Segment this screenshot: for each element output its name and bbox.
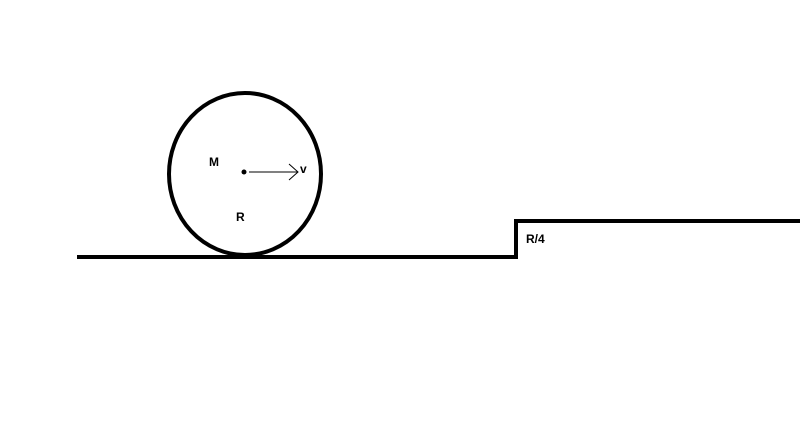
- mass-label: M: [209, 155, 219, 169]
- velocity-label: v: [300, 162, 307, 176]
- center-dot: [241, 169, 247, 175]
- step-height-label: R/4: [526, 232, 545, 246]
- ground-line-with-step: [77, 219, 800, 259]
- velocity-arrow-icon: [249, 163, 299, 181]
- circle-body: [167, 91, 323, 257]
- radius-label: R: [236, 210, 245, 224]
